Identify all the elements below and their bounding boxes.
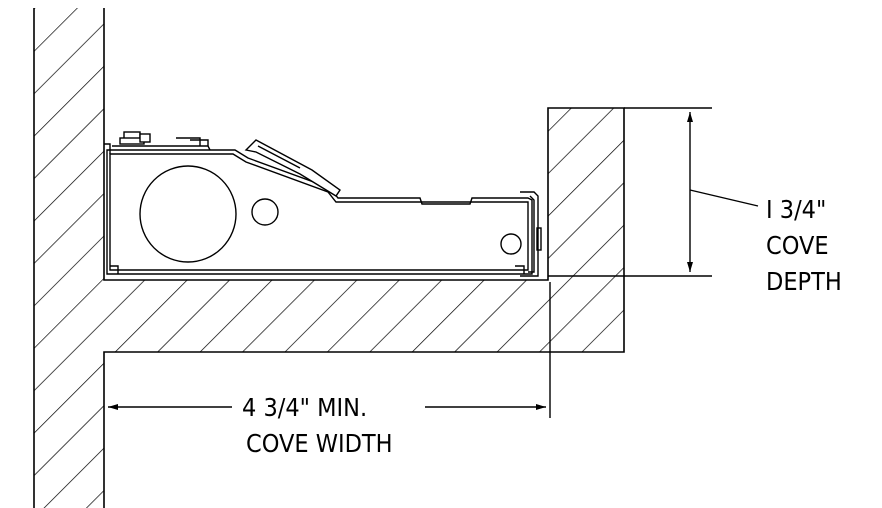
depth-dimension	[548, 107, 759, 277]
width-label-line1: 4 3/4" MIN.	[242, 393, 367, 422]
width-label-line2: COVE WIDTH	[246, 429, 393, 458]
depth-label-line1: I 3/4"	[766, 195, 826, 224]
light-fixture	[104, 131, 542, 277]
depth-label-line2: COVE	[766, 231, 829, 260]
wall-section	[33, 8, 625, 508]
depth-label-line3: DEPTH	[766, 267, 842, 296]
width-dimension	[108, 282, 551, 418]
